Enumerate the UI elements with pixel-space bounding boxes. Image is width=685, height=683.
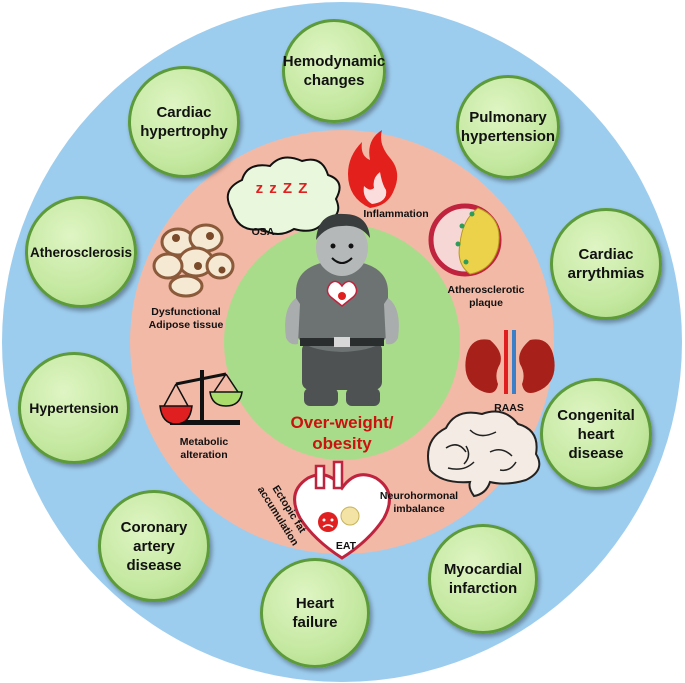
bubble-label: Congenital heart disease [557, 406, 635, 462]
bubble-label: Atherosclerosis [29, 244, 133, 260]
bubble-label: Hypertension [29, 399, 119, 416]
coronary-artery-disease-bubble: Coronary artery disease [98, 490, 210, 602]
hemodynamic-changes-bubble: Hemodynamic changes [282, 19, 386, 123]
sleep-cloud-icon [226, 156, 341, 235]
osa-label: OSA [251, 226, 275, 238]
bubble-label: Cardiac arrythmias [567, 246, 645, 282]
pulmonary-hypertension-bubble: Pulmonary hypertension [456, 75, 560, 179]
center-title: Over-weight/ obesity [290, 413, 394, 453]
neurohormonal-label: Neurohormonal imbalance [379, 490, 459, 515]
adipose-cells-icon [152, 223, 235, 298]
myocardial-infarction-bubble: Myocardial infarction [428, 524, 538, 634]
atherosclerosis-bubble: Atherosclerosis [25, 196, 137, 308]
bubble-label: Heart failure [292, 595, 338, 631]
sleep-z-text: z z Z Z [255, 180, 309, 197]
cardiac-arrythmias-bubble: Cardiac arrythmias [550, 208, 662, 320]
atherosclerotic-plaque-label: Atherosclerotic plaque [447, 284, 525, 309]
brain-icon [427, 410, 541, 498]
metabolic-alteration-label: Metabolic alteration [179, 436, 229, 461]
bubble-label: Pulmonary hypertension [460, 109, 556, 145]
bubble-label: Coronary artery disease [120, 518, 188, 574]
kidneys-icon [465, 330, 555, 394]
bubble-label: Cardiac hypertrophy [140, 104, 228, 140]
bubble-label: Hemodynamic changes [282, 53, 386, 89]
dysfunctional-adipose-label: Dysfunctional Adipose tissue [148, 306, 224, 331]
eat-label: EAT [335, 540, 357, 552]
hypertension-bubble: Hypertension [18, 352, 130, 464]
scale-icon [159, 370, 243, 425]
heart-failure-bubble: Heart failure [260, 558, 370, 668]
bubble-label: Myocardial infarction [443, 561, 523, 597]
cardiac-hypertrophy-bubble: Cardiac hypertrophy [128, 66, 240, 178]
congenital-heart-disease-bubble: Congenital heart disease [540, 378, 652, 490]
flame-icon [348, 130, 398, 208]
overweight-person-icon [285, 213, 399, 406]
inflammation-label: Inflammation [363, 208, 429, 220]
raas-label: RAAS [494, 402, 524, 414]
artery-plaque-icon [428, 203, 502, 277]
heart-eat-icon [293, 460, 391, 560]
